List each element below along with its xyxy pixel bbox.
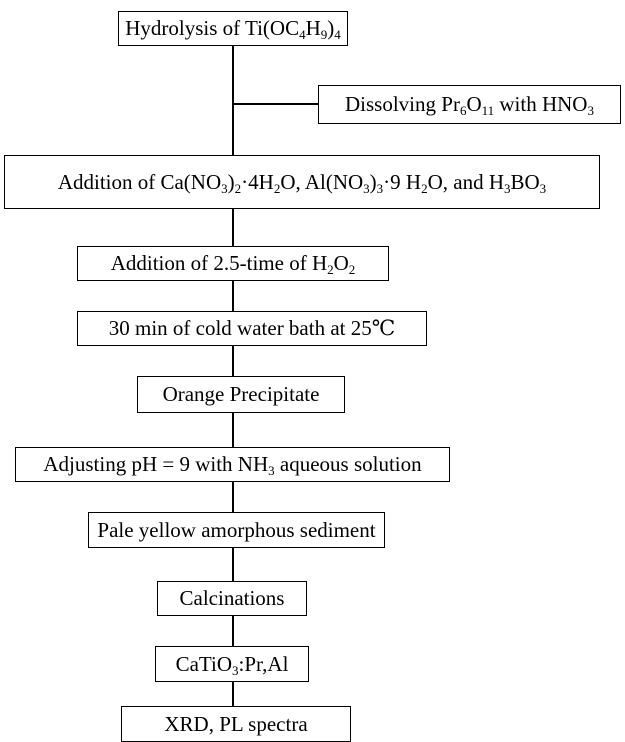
step-label: Hydrolysis of Ti(OC4H9)4 bbox=[125, 16, 341, 42]
label-text: Addition of Ca(NO bbox=[57, 169, 222, 194]
label-subscript: 3 bbox=[363, 180, 370, 196]
label-text: O, and H bbox=[427, 169, 504, 194]
label-text: ) bbox=[327, 16, 335, 40]
label-subscript: 4 bbox=[299, 27, 306, 42]
label-text: with HNO bbox=[494, 92, 588, 116]
step-label: XRD, PL spectra bbox=[164, 711, 308, 736]
step-hydrolysis: Hydrolysis of Ti(OC4H9)4 bbox=[118, 11, 348, 46]
step-characterization: XRD, PL spectra bbox=[121, 706, 351, 742]
step-label: Adjusting pH = 9 with NH3 aqueous soluti… bbox=[43, 452, 422, 478]
label-text: ·4H bbox=[241, 169, 274, 194]
label-text: ) bbox=[227, 169, 235, 194]
connector-7 bbox=[232, 548, 234, 581]
connector-4 bbox=[232, 346, 234, 376]
label-text: Hydrolysis of Ti(OC bbox=[125, 16, 300, 40]
connector-9 bbox=[232, 682, 234, 706]
label-text: O bbox=[466, 92, 482, 116]
connector-main-1 bbox=[232, 46, 234, 155]
label-subscript: 2 bbox=[234, 180, 242, 196]
label-text: Pale yellow amorphous sediment bbox=[97, 517, 376, 542]
step-pale-yellow-sediment: Pale yellow amorphous sediment bbox=[88, 512, 385, 548]
label-subscript: 6 bbox=[459, 103, 467, 118]
step-addition-salts: Addition of Ca(NO3)2·4H2O, Al(NO3)3·9 H2… bbox=[4, 155, 600, 209]
label-text: 30 min of cold water bath at 25℃ bbox=[108, 316, 396, 340]
step-label: Addition of Ca(NO3)2·4H2O, Al(NO3)3·9 H2… bbox=[57, 169, 547, 196]
label-subscript: 9 bbox=[320, 27, 328, 42]
connector-branch-dissolving bbox=[232, 103, 318, 105]
step-label: CaTiO3:Pr,Al bbox=[175, 651, 289, 678]
label-text: Dissolving Pr bbox=[345, 92, 460, 116]
step-label: Pale yellow amorphous sediment bbox=[97, 517, 376, 542]
label-subscript: 11 bbox=[481, 103, 495, 118]
connector-8 bbox=[232, 616, 234, 646]
label-text: Adjusting pH = 9 with NH bbox=[43, 452, 269, 476]
label-text: ·9 H bbox=[383, 169, 422, 194]
step-calcinations: Calcinations bbox=[157, 581, 307, 616]
label-text: BO bbox=[510, 169, 540, 194]
label-subscript: 2 bbox=[327, 262, 334, 277]
step-label: 30 min of cold water bath at 25℃ bbox=[109, 318, 396, 339]
step-cold-bath: 30 min of cold water bath at 25℃ bbox=[77, 311, 427, 346]
label-subscript: 2 bbox=[273, 180, 281, 196]
label-text: aqueous solution bbox=[274, 452, 422, 476]
step-dissolving: Dissolving Pr6O11 with HNO3 bbox=[318, 85, 621, 124]
label-text: ) bbox=[369, 169, 377, 194]
label-subscript: 3 bbox=[587, 103, 594, 118]
label-subscript: 3 bbox=[539, 180, 547, 196]
step-label: Dissolving Pr6O11 with HNO3 bbox=[345, 92, 594, 118]
step-addition-h2o2: Addition of 2.5-time of H2O2 bbox=[77, 246, 389, 281]
label-subscript: 3 bbox=[503, 180, 511, 196]
connector-6 bbox=[232, 482, 234, 512]
label-subscript: 2 bbox=[421, 180, 428, 196]
label-text: Orange Precipitate bbox=[162, 382, 320, 406]
label-text: Calcinations bbox=[179, 586, 285, 610]
label-subscript: 3 bbox=[221, 180, 228, 196]
connector-3 bbox=[232, 281, 234, 311]
label-subscript: 2 bbox=[348, 262, 356, 277]
label-text: O, Al(NO bbox=[280, 169, 364, 194]
label-subscript: 4 bbox=[334, 27, 341, 42]
connector-5 bbox=[232, 413, 234, 447]
step-label: Calcinations bbox=[180, 588, 285, 609]
label-text: :Pr,Al bbox=[238, 651, 289, 676]
label-text: H bbox=[305, 16, 321, 40]
label-text: CaTiO bbox=[175, 651, 232, 676]
step-label: Orange Precipitate bbox=[163, 384, 320, 405]
step-orange-precipitate: Orange Precipitate bbox=[137, 376, 345, 413]
connector-2 bbox=[232, 209, 234, 246]
label-text: XRD, PL spectra bbox=[164, 711, 308, 736]
label-subscript: 3 bbox=[376, 180, 384, 196]
label-text: Addition of 2.5-time of H bbox=[110, 251, 328, 275]
step-label: Addition of 2.5-time of H2O2 bbox=[110, 251, 356, 277]
label-text: O bbox=[333, 251, 349, 275]
label-subscript: 3 bbox=[268, 463, 275, 478]
label-subscript: 3 bbox=[232, 662, 239, 678]
step-product: CaTiO3:Pr,Al bbox=[155, 646, 309, 682]
step-adjusting-ph: Adjusting pH = 9 with NH3 aqueous soluti… bbox=[15, 447, 450, 482]
